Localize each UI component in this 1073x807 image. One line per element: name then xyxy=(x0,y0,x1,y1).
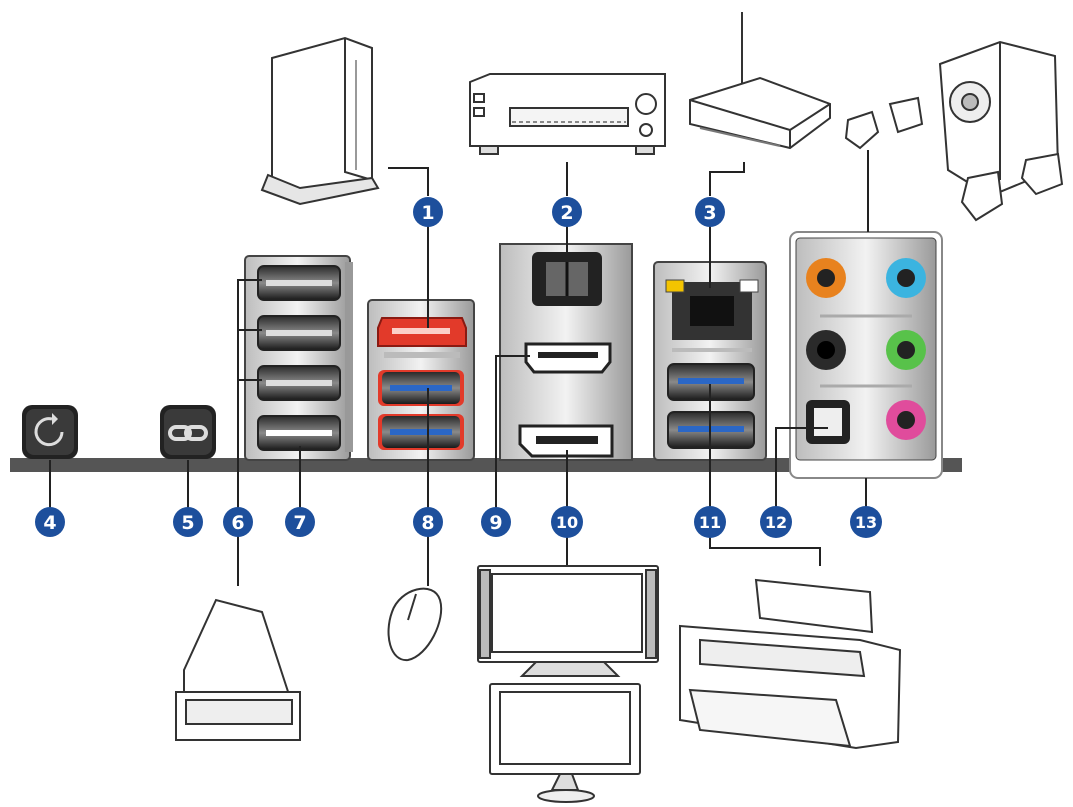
callout-badge-12: 12 xyxy=(760,506,792,538)
callout-label: 9 xyxy=(489,512,502,534)
bios-flashback-button[interactable] xyxy=(160,405,216,459)
callout-badge-1: 1 xyxy=(413,197,443,227)
callout-label: 13 xyxy=(855,513,877,532)
callout-badge-2: 2 xyxy=(552,197,582,227)
external-drive-icon xyxy=(260,36,380,206)
callout-badge-4: 4 xyxy=(35,507,65,537)
callout-badge-9: 9 xyxy=(481,507,511,537)
audio-jack-orange[interactable] xyxy=(806,258,846,298)
callout-badge-6: 6 xyxy=(223,507,253,537)
audio-jack-green[interactable] xyxy=(886,330,926,370)
audio-jack-blue[interactable] xyxy=(886,258,926,298)
esata-port[interactable] xyxy=(377,317,467,347)
callout-label: 12 xyxy=(765,513,787,532)
callout-label: 4 xyxy=(43,512,56,534)
usb2-port[interactable] xyxy=(257,315,341,351)
speaker-system-icon xyxy=(844,40,1064,222)
callout-label: 5 xyxy=(181,512,194,534)
usb2-port[interactable] xyxy=(257,365,341,401)
refresh-icon xyxy=(34,417,64,447)
usb3-port[interactable] xyxy=(378,370,464,406)
callout-label: 11 xyxy=(699,513,721,532)
audio-block xyxy=(789,231,943,479)
mouse-icon xyxy=(387,587,443,662)
link-icon xyxy=(168,425,208,441)
video-block xyxy=(499,243,633,461)
lan-usb3-block xyxy=(653,261,767,461)
av-receiver-icon xyxy=(469,73,666,155)
board-edge xyxy=(10,458,962,472)
callout-label: 2 xyxy=(560,202,573,224)
usb2-port-rog[interactable] xyxy=(257,415,341,451)
usb2-stack xyxy=(244,255,353,461)
callout-badge-5: 5 xyxy=(173,507,203,537)
displayport-port[interactable] xyxy=(518,424,614,458)
callout-label: 6 xyxy=(231,512,244,534)
usb2-port[interactable] xyxy=(257,265,341,301)
callout-badge-3: 3 xyxy=(695,197,725,227)
esata-usb3-block xyxy=(367,299,475,461)
leader-lines xyxy=(49,150,869,586)
callout-label: 3 xyxy=(703,202,716,224)
callout-badge-13: 13 xyxy=(850,506,882,538)
callout-label: 7 xyxy=(293,512,306,534)
callout-label: 1 xyxy=(421,202,434,224)
optical-out-port[interactable] xyxy=(806,400,850,444)
callout-badge-10: 10 xyxy=(551,506,583,538)
monitor-icon xyxy=(477,565,659,677)
hdmi-port[interactable] xyxy=(524,342,612,374)
audio-jack-pink[interactable] xyxy=(886,400,926,440)
usb3-port[interactable] xyxy=(378,414,464,450)
printer-icon xyxy=(679,578,902,750)
router-icon xyxy=(689,12,831,150)
callout-label: 10 xyxy=(556,513,578,532)
callout-badge-11: 11 xyxy=(694,506,726,538)
optical-spdif-port[interactable] xyxy=(532,252,602,306)
scanner-icon xyxy=(175,598,301,741)
clear-cmos-button[interactable] xyxy=(22,405,78,459)
callout-badge-8: 8 xyxy=(413,507,443,537)
audio-jack-black[interactable] xyxy=(806,330,846,370)
callout-label: 8 xyxy=(421,512,434,534)
callout-badge-7: 7 xyxy=(285,507,315,537)
monitor-icon xyxy=(489,683,641,803)
ethernet-port[interactable] xyxy=(665,279,759,340)
